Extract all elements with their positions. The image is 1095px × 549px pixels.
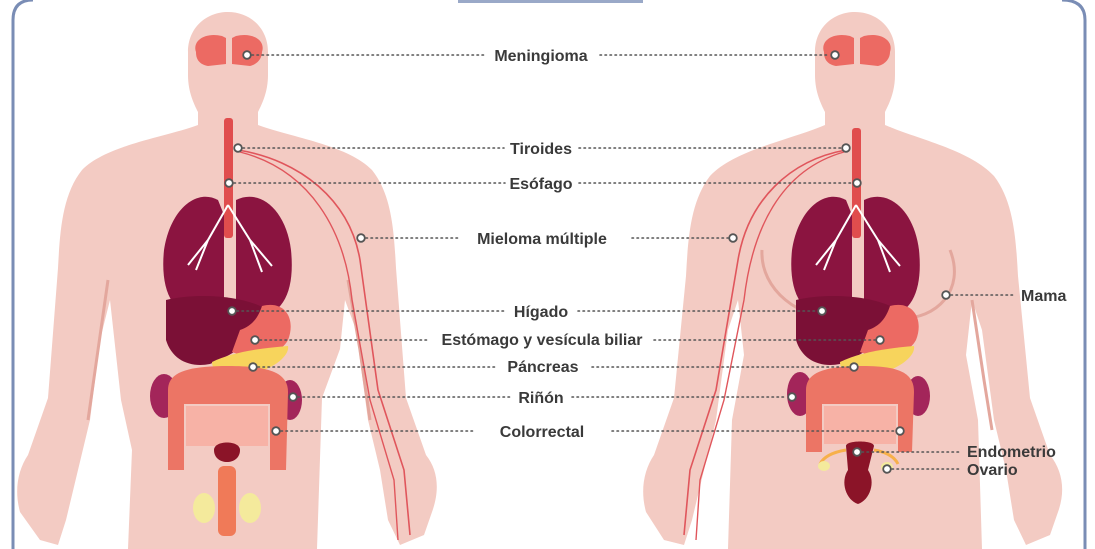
marker-tiroides-male[interactable] [234, 144, 242, 152]
label-colorrectal: Colorrectal [500, 424, 584, 441]
label-pancreas: Páncreas [507, 359, 578, 376]
male-brain-left [195, 35, 226, 66]
marker-tiroides-female[interactable] [842, 144, 850, 152]
marker-colorrectal-female[interactable] [896, 427, 904, 435]
marker-meningioma-female[interactable] [831, 51, 839, 59]
label-esofago: Esófago [509, 176, 572, 193]
male-body [17, 12, 437, 549]
male-testis-left [193, 493, 215, 523]
label-rinon: Riñón [518, 390, 563, 407]
marker-mama[interactable] [942, 291, 950, 299]
marker-pancreas-male[interactable] [249, 363, 257, 371]
marker-estomago-female[interactable] [876, 336, 884, 344]
male-urethra [218, 466, 236, 536]
marker-colorrectal-male[interactable] [272, 427, 280, 435]
marker-esofago-female[interactable] [853, 179, 861, 187]
male-trachea [224, 118, 233, 238]
marker-meningioma-male[interactable] [243, 51, 251, 59]
marker-mieloma-male[interactable] [357, 234, 365, 242]
marker-rinon-female[interactable] [788, 393, 796, 401]
label-mama: Mama [1021, 288, 1066, 305]
marker-rinon-male[interactable] [289, 393, 297, 401]
marker-esofago-male[interactable] [225, 179, 233, 187]
male-testis-right [239, 493, 261, 523]
header-tab [458, 0, 643, 3]
marker-ovario[interactable] [883, 465, 891, 473]
marker-higado-female[interactable] [818, 307, 826, 315]
label-meningioma: Meningioma [494, 48, 587, 65]
female-small-intestine [824, 406, 896, 444]
marker-higado-male[interactable] [228, 307, 236, 315]
female-ovary-left [818, 461, 830, 471]
marker-mieloma-female[interactable] [729, 234, 737, 242]
label-higado: Hígado [514, 304, 568, 321]
label-ovario: Ovario [967, 462, 1018, 479]
label-mieloma: Mieloma múltiple [477, 231, 607, 248]
label-estomago: Estómago y vesícula biliar [442, 332, 643, 349]
marker-estomago-male[interactable] [251, 336, 259, 344]
marker-pancreas-female[interactable] [850, 363, 858, 371]
female-brain-left [823, 35, 854, 66]
label-tiroides: Tiroides [510, 141, 572, 158]
male-small-intestine [186, 406, 268, 446]
female-brain-right [860, 35, 891, 66]
marker-endometrio[interactable] [853, 448, 861, 456]
label-endometrio: Endometrio [967, 444, 1056, 461]
